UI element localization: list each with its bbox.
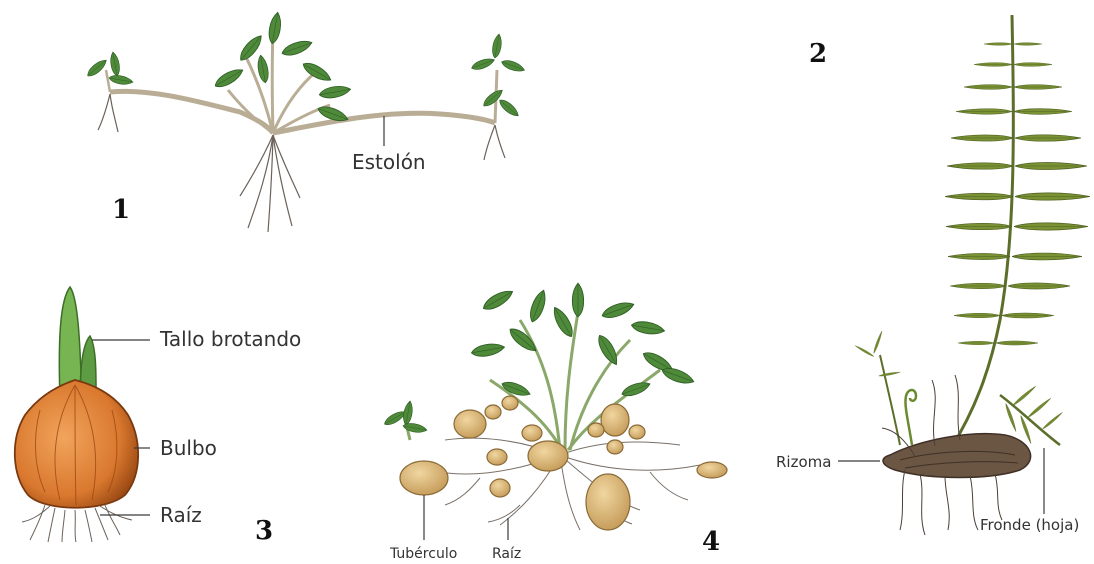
bulb-root-label: Raíz [160,503,202,527]
sprouting-stem-label: Tallo brotando [159,327,301,351]
panel-number-4: 4 [702,527,720,557]
potato-root-label: Raíz [492,546,521,562]
frond-label: Fronde (hoja) [980,516,1079,534]
panel-number-3: 3 [255,516,273,546]
stolon-label: Estolón [352,150,426,174]
bulb-illustration [15,287,150,542]
bulb-label: Bulbo [160,436,217,460]
fern-illustration [838,15,1090,535]
tuber-label: Tubérculo [389,546,457,562]
potato-illustration [382,283,727,540]
panel-number-1: 1 [112,195,130,225]
stolon-plant-illustration [85,11,526,232]
panel-number-2: 2 [809,39,827,69]
rhizome-label: Rizoma [776,453,831,471]
